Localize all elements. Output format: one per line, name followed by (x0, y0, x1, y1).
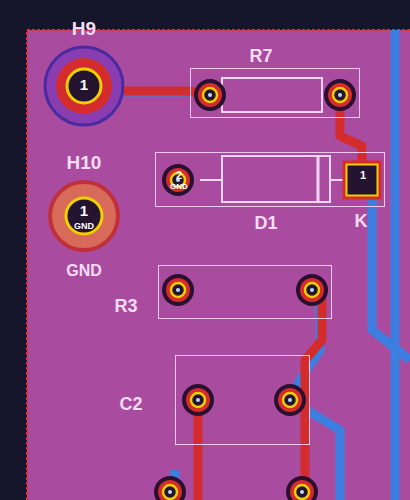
pad-copper (278, 388, 302, 412)
square-pad-copper (344, 162, 380, 198)
pad-ring (286, 476, 318, 500)
pad-ring (324, 79, 356, 111)
drill (203, 88, 217, 102)
reference-label: GND (74, 222, 94, 231)
square-pad (346, 164, 378, 196)
pad-copper (50, 182, 118, 250)
drill-center (300, 490, 304, 494)
reference-label: GND (170, 183, 188, 191)
drill (295, 485, 309, 499)
reference-label: 1 (80, 203, 88, 218)
diode-lead (200, 179, 222, 181)
pad-copper (186, 388, 210, 412)
copper-trace (124, 87, 190, 96)
back-trace (391, 30, 400, 500)
drill (191, 393, 205, 407)
reference-label: D1 (254, 214, 277, 232)
reference-label: R3 (114, 297, 137, 315)
pad-ring (296, 274, 328, 306)
back-traces (120, 30, 410, 500)
pad-copper (328, 83, 352, 107)
drill-center (196, 398, 200, 402)
reference-label: R7 (249, 47, 272, 65)
drill-center (176, 288, 180, 292)
pad-copper (198, 83, 222, 107)
pad-ring (274, 384, 306, 416)
outline-shape (45, 47, 123, 125)
reference-label: H9 (72, 19, 96, 38)
copper-trace (340, 118, 362, 152)
diode-body (222, 156, 330, 202)
drill (67, 69, 101, 103)
resistor-body (222, 78, 322, 112)
drill-center (338, 93, 342, 97)
drill-center (288, 398, 292, 402)
reference-label: C2 (119, 395, 142, 413)
pad-copper (166, 168, 190, 192)
hole-ring (45, 47, 123, 125)
drill-center (208, 93, 212, 97)
reference-label: 2 (176, 170, 182, 181)
pad-ring (154, 476, 186, 500)
drill (163, 485, 177, 499)
pad-copper (166, 278, 190, 302)
drill (66, 198, 102, 234)
pads (154, 79, 356, 500)
cathode-band (317, 156, 320, 202)
reference-label: H10 (67, 153, 102, 172)
resistor-footprint: R7 (190, 68, 360, 118)
front-trace (305, 290, 322, 500)
pad-ring (194, 79, 226, 111)
back-trace (120, 88, 190, 97)
reference-label: 1 (360, 170, 366, 181)
pad-copper (158, 480, 182, 500)
mounting-hole (50, 182, 118, 250)
drill (171, 283, 185, 297)
reference-label: K (355, 212, 368, 230)
board-edge (27, 30, 410, 500)
pad-ring (162, 164, 194, 196)
resistor-footprint: R3 (158, 265, 332, 319)
mounting-hole (45, 47, 123, 125)
pad-copper (290, 480, 314, 500)
pad-copper (56, 58, 112, 114)
pad-ring (182, 384, 214, 416)
drill-center (310, 288, 314, 292)
pad-ring (162, 274, 194, 306)
drill (305, 283, 319, 297)
reference-label: 1 (80, 77, 88, 92)
drill-center (168, 490, 172, 494)
mounting-hole-footprint: H101GNDGND (49, 181, 119, 251)
outline-shape (50, 182, 119, 251)
drill (333, 88, 347, 102)
capacitor-footprint: C2 (175, 355, 310, 445)
drill (283, 393, 297, 407)
reference-label: GND (66, 263, 102, 279)
board-fill (27, 30, 410, 500)
pad-copper (300, 278, 324, 302)
mounting-hole-footprint: H91 (44, 46, 124, 126)
diode-footprint: 2GNDD11K (155, 152, 385, 207)
